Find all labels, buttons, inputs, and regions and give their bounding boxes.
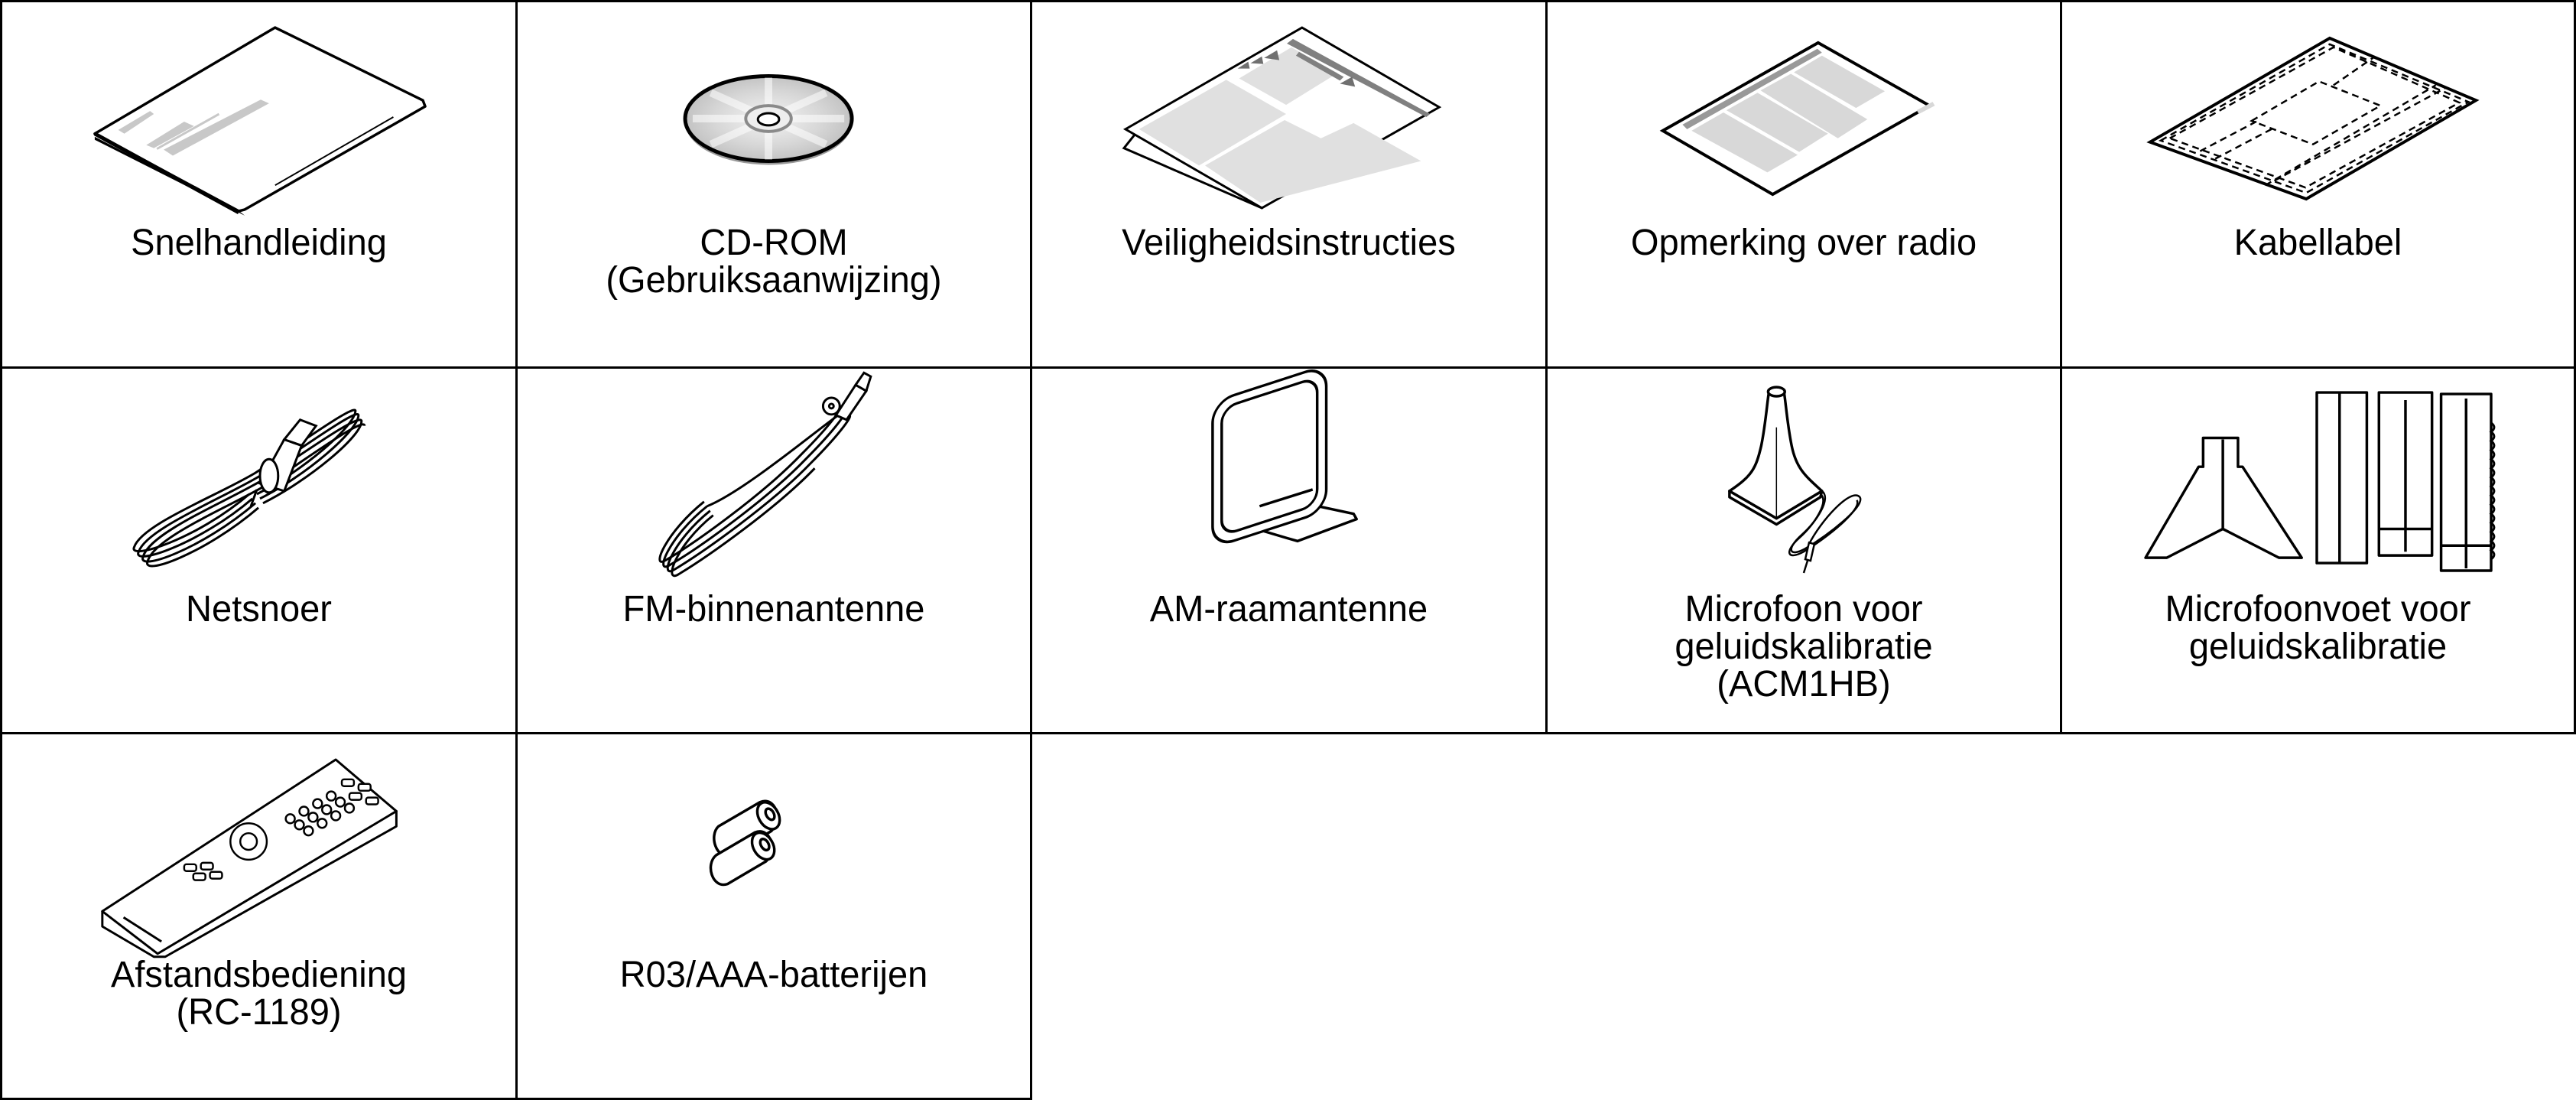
accessory-cell-safety: Veiligheidsinstructies	[1030, 0, 1548, 369]
accessory-cell-quick-guide: Snelhandleiding	[0, 0, 518, 369]
label-line: Opmerking over radio	[1630, 223, 1977, 263]
label-line: FM-binnenantenne	[622, 589, 925, 630]
label-line: (Gebruiksaanwijzing)	[606, 260, 942, 301]
accessory-cell-cable-label: Kabellabel	[2060, 0, 2576, 369]
accessory-label: R03/AAA-batterijen	[523, 956, 1025, 994]
label-line: CD-ROM	[700, 223, 848, 263]
label-line: (ACM1HB)	[1717, 664, 1891, 705]
accessory-label: CD-ROM (Gebruiksaanwijzing)	[523, 224, 1025, 299]
label-sheet-icon	[2062, 2, 2574, 232]
cd-icon	[518, 2, 1030, 232]
fm-antenna-icon	[518, 369, 1030, 598]
label-line: Microfoon voor	[1684, 589, 1923, 630]
microphone-icon	[1548, 369, 2060, 598]
label-line: Netsnoer	[186, 589, 332, 630]
label-line: R03/AAA-batterijen	[619, 955, 928, 995]
accessory-label: Snelhandleiding	[8, 224, 511, 262]
label-line: Kabellabel	[2233, 223, 2402, 263]
accessory-cell-microphone-stand: Microfoonvoet voor geluidskalibratie	[2060, 366, 2576, 734]
label-line: Snelhandleiding	[131, 223, 387, 263]
accessory-cell-am-antenna: AM-raamantenne	[1030, 366, 1548, 734]
label-line: Microfoonvoet voor	[2165, 589, 2471, 630]
label-line: Afstandsbediening	[110, 955, 408, 995]
accessory-label: FM-binnenantenne	[523, 591, 1025, 628]
label-line: geluidskalibratie	[1675, 626, 1933, 667]
accessory-cell-power-cord: Netsnoer	[0, 366, 518, 734]
accessory-label: Microfoonvoet voor geluidskalibratie	[2068, 591, 2569, 666]
label-line: geluidskalibratie	[2188, 626, 2448, 667]
accessory-cell-microphone: Microfoon voor geluidskalibratie (ACM1HB…	[1545, 366, 2062, 734]
batteries-icon	[518, 734, 1030, 964]
accessory-label: Afstandsbediening (RC-1189)	[8, 956, 511, 1031]
accessory-label: Microfoon voor geluidskalibratie (ACM1HB…	[1553, 591, 2055, 703]
label-line: AM-raamantenne	[1149, 589, 1428, 630]
accessory-cell-cd-rom: CD-ROM (Gebruiksaanwijzing)	[515, 0, 1032, 369]
label-line: Veiligheidsinstructies	[1122, 223, 1456, 263]
accessory-label: Opmerking over radio	[1553, 224, 2055, 262]
accessory-label: Netsnoer	[8, 591, 511, 628]
accessory-cell-remote: Afstandsbediening (RC-1189)	[0, 732, 518, 1100]
sheet-icon	[1548, 2, 2060, 232]
accessory-label: AM-raamantenne	[1038, 591, 1541, 628]
accessory-cell-radio-notice: Opmerking over radio	[1545, 0, 2062, 369]
folded-sheet-icon	[1032, 2, 1545, 232]
accessory-cell-batteries: R03/AAA-batterijen	[515, 732, 1032, 1100]
label-line: (RC-1189)	[176, 992, 342, 1033]
accessory-cell-fm-antenna: FM-binnenantenne	[515, 366, 1032, 734]
accessory-label: Veiligheidsinstructies	[1038, 224, 1541, 262]
power-cord-icon	[2, 369, 515, 598]
microphone-stand-icon	[2062, 369, 2574, 598]
booklet-icon	[2, 2, 515, 232]
accessory-label: Kabellabel	[2068, 224, 2569, 262]
am-loop-antenna-icon	[1032, 369, 1545, 598]
remote-control-icon	[2, 734, 515, 964]
